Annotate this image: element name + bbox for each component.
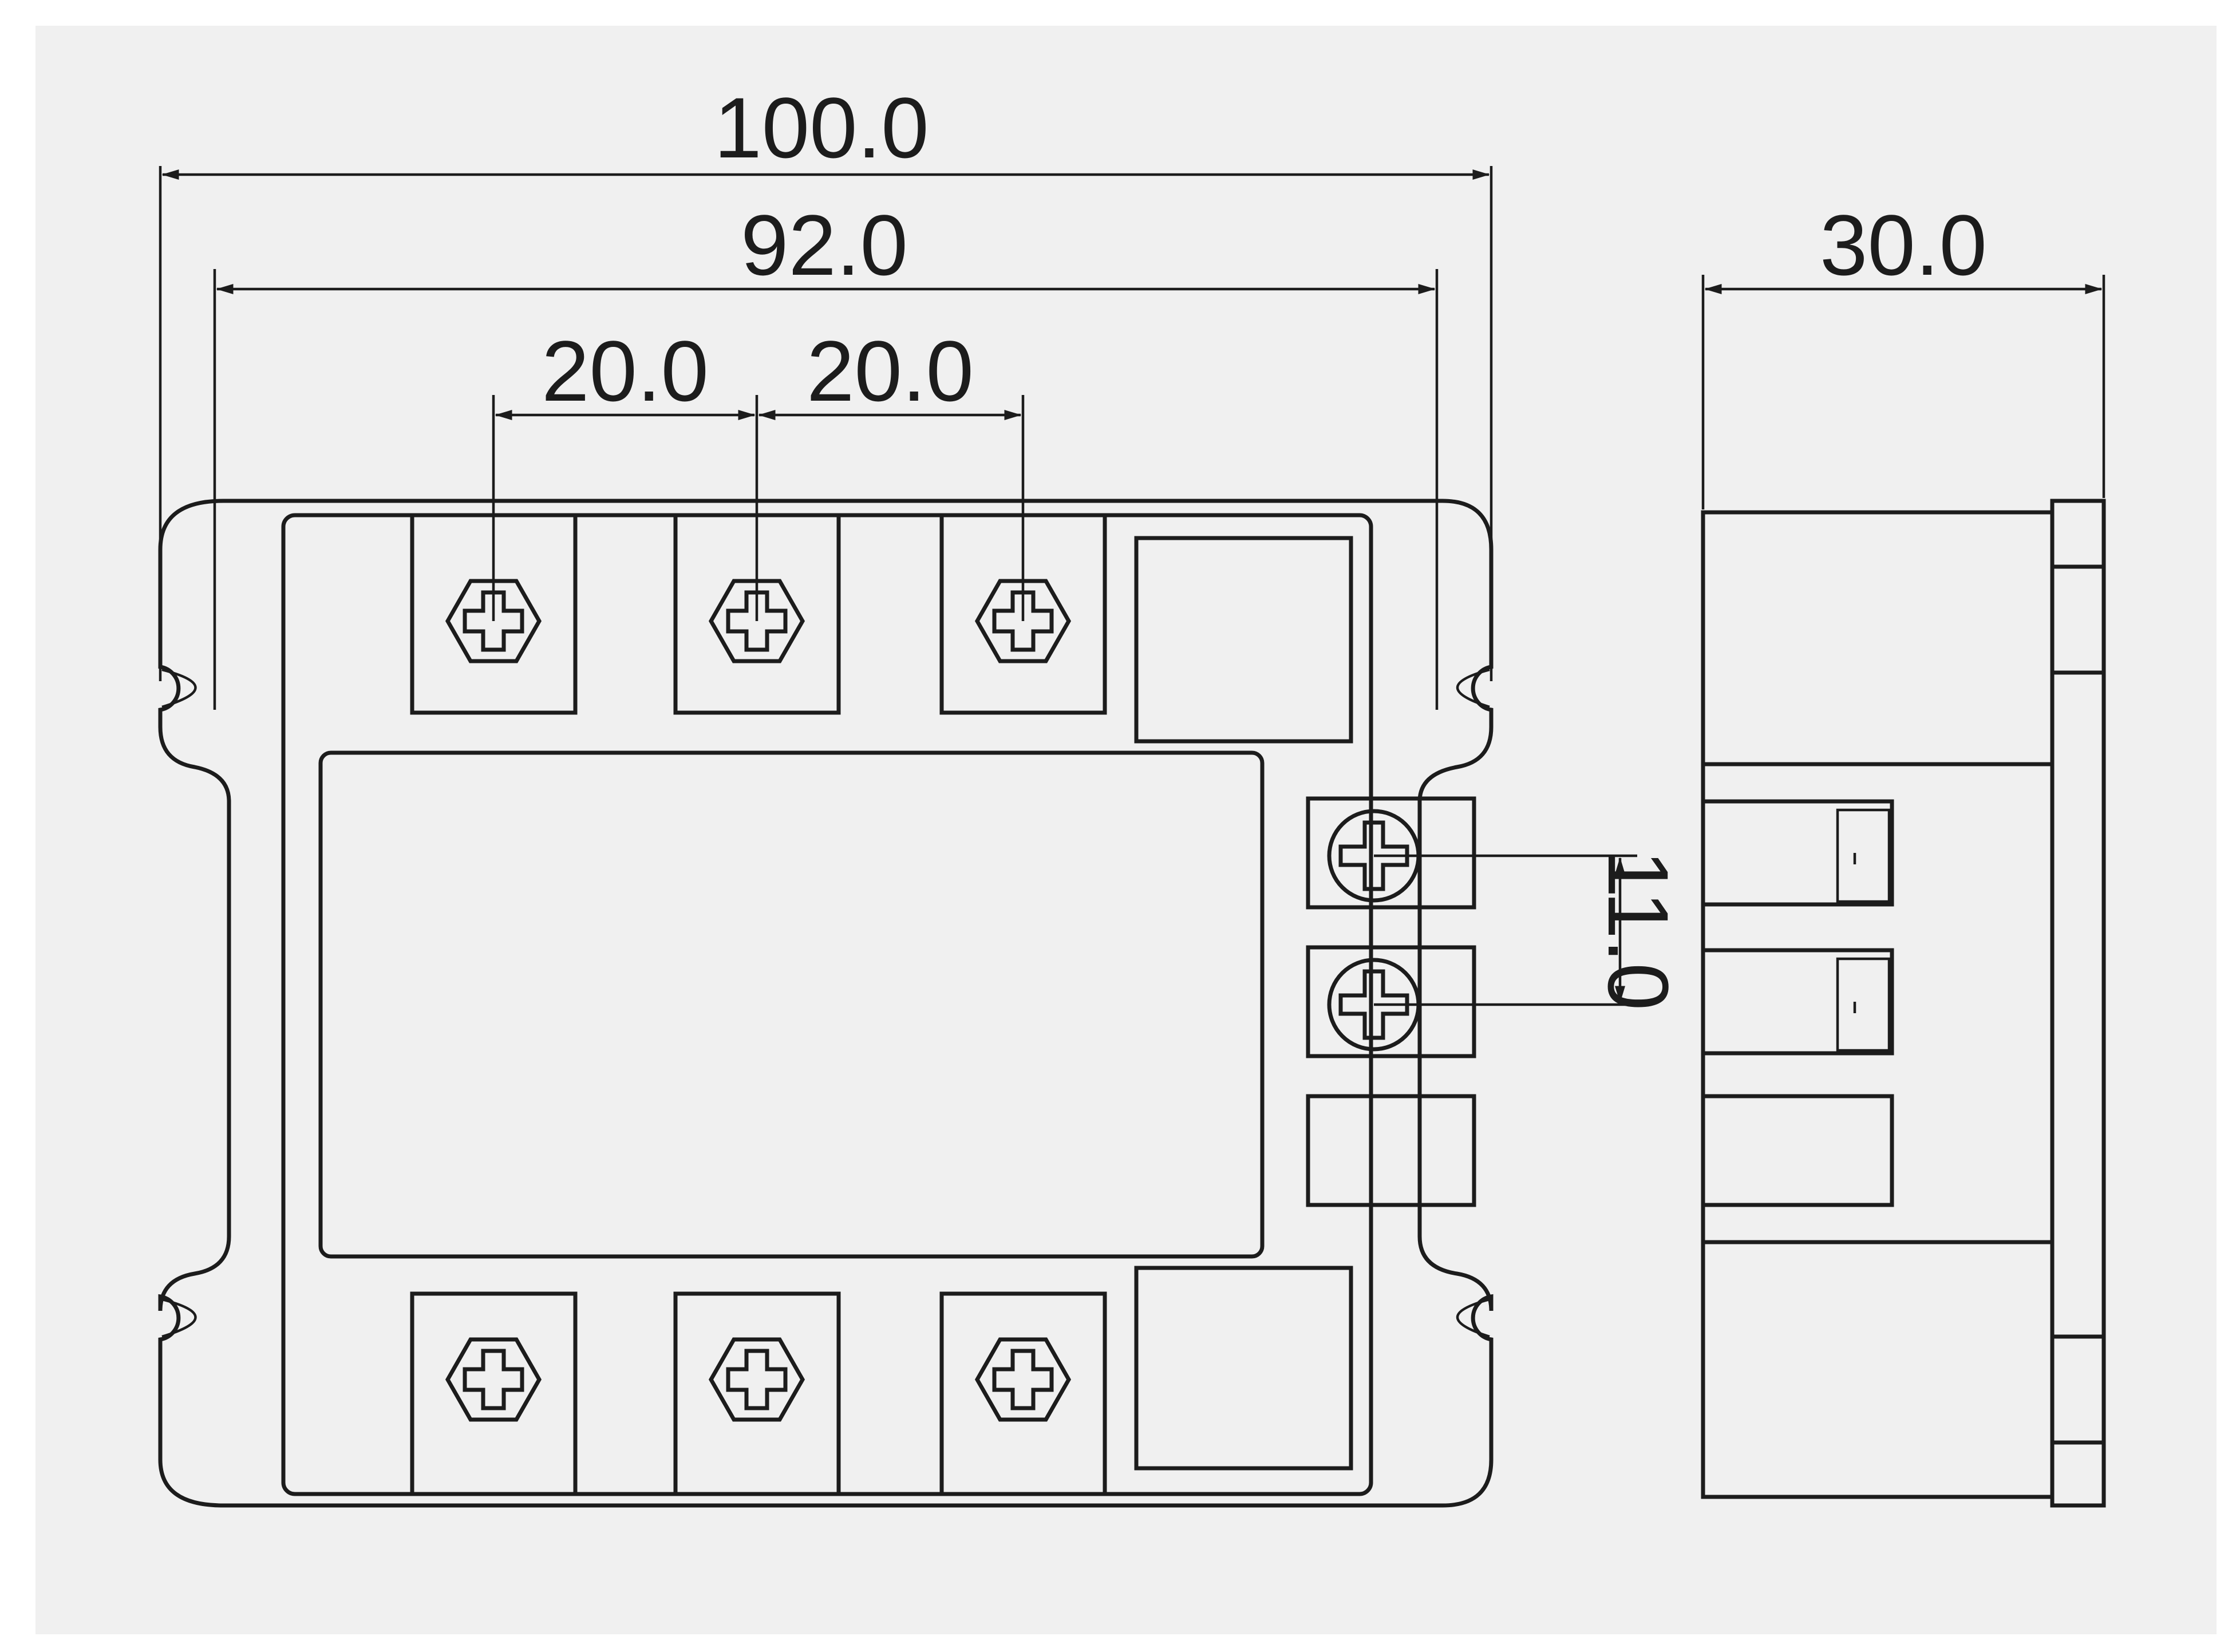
nameplate-window <box>318 750 1265 1259</box>
dim-mount-spacing: 92.0 <box>741 197 908 293</box>
side-base-plate <box>2050 499 2106 1508</box>
control-terminal-block-2 <box>1306 945 1476 1058</box>
terminal-block-bottom-1 <box>410 1291 578 1496</box>
control-terminal-block-1 <box>1306 796 1476 910</box>
label-box-top <box>1134 536 1353 744</box>
dim-overall-width: 100.0 <box>714 80 929 176</box>
base-flange-outline <box>158 499 1494 1508</box>
front-view <box>158 499 1494 1508</box>
label-box-bottom <box>1134 1266 1353 1471</box>
front-dimensions: 100.0 92.0 20.0 20.0 11.0 <box>159 80 1686 1011</box>
mount-slot-top-right <box>1456 668 1490 709</box>
side-view <box>1701 499 2106 1508</box>
dim-side-depth: 30.0 <box>1820 197 1987 293</box>
mount-slot-top-left <box>161 668 197 709</box>
dim-terminal-pitch-left: 20.0 <box>542 323 709 419</box>
side-label-box <box>1701 1094 1894 1207</box>
side-control-terminal-1 <box>1701 799 1894 907</box>
dim-terminal-pitch-right: 20.0 <box>807 323 974 419</box>
terminal-block-bottom-3 <box>939 1291 1107 1496</box>
side-dimensions: 30.0 <box>1701 197 2105 509</box>
mount-slot-bottom-left <box>161 1298 197 1338</box>
control-label-box <box>1306 1094 1476 1207</box>
terminal-block-bottom-2 <box>673 1291 841 1496</box>
side-control-terminal-2 <box>1701 948 1894 1056</box>
mount-slot-bottom-right <box>1456 1298 1490 1338</box>
dim-control-pitch: 11.0 <box>1590 850 1686 1011</box>
